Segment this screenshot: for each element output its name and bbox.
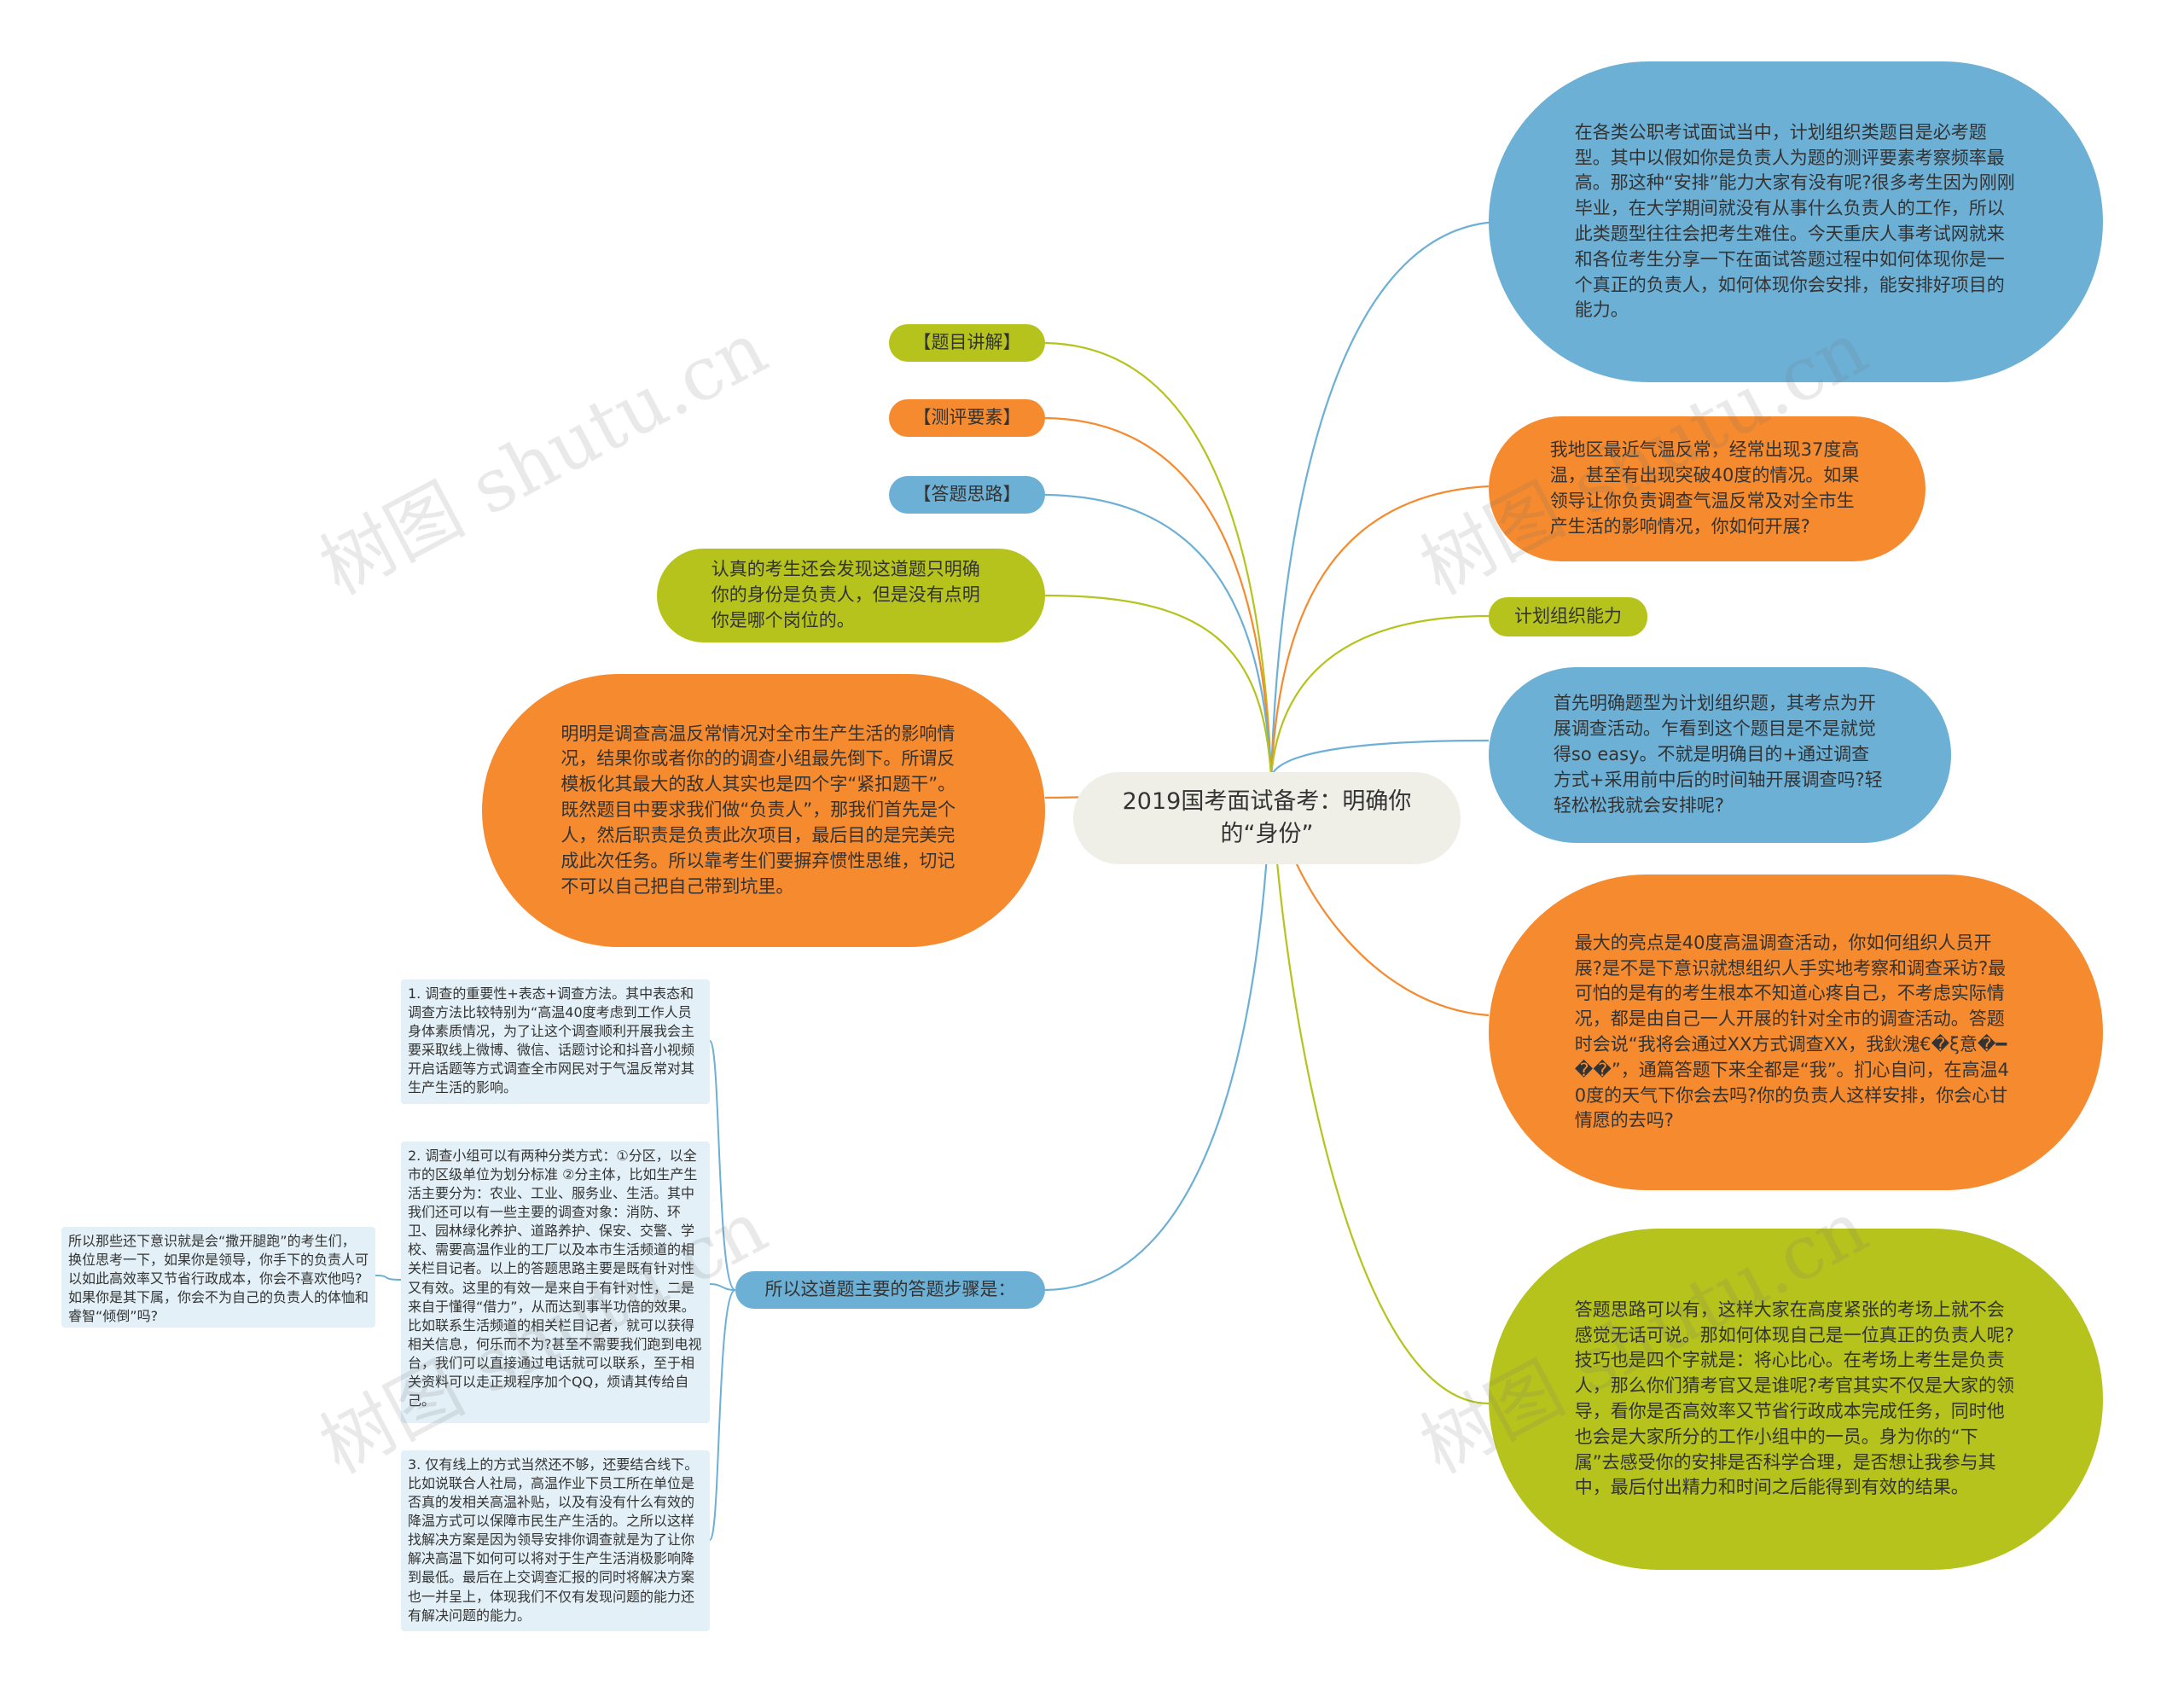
factor-node[interactable]: 计划组织能力: [1489, 597, 1647, 636]
edge-center-title-factor: [1044, 416, 1273, 777]
edge-step2-sidenote: [375, 1275, 402, 1281]
title-factor-node[interactable]: 【测评要素】: [889, 399, 1045, 437]
central-topic[interactable]: 2019国考面试备考：明确你的“身份”: [1073, 772, 1461, 864]
step2-side-note[interactable]: 所以那些还下意识就是会“撒开腿跑”的考生们，换位思考一下，如果你是领导，你手下的…: [61, 1227, 375, 1328]
title-explain-node[interactable]: 【题目讲解】: [889, 324, 1045, 362]
steps-label-node[interactable]: 所以这道题主要的答题步骤是：: [735, 1271, 1045, 1309]
edge-center-intro: [1269, 220, 1498, 777]
title-approach-node[interactable]: 【答题思路】: [889, 476, 1045, 514]
note-trap-node[interactable]: 明明是调查高温反常情况对全市生产生活的影响情况，结果你或者你的的调查小组最先倒下…: [482, 674, 1045, 947]
approach1-node[interactable]: 首先明确题型为计划组织题，其考点为开展调查活动。乍看到这个题目是不是就觉得so …: [1489, 667, 1951, 843]
edge-steps-item3: [709, 1289, 736, 1541]
step-item-2-text: 2. 调查小组可以有两种分类方式：①分区，以全市的区级单位为划分标准 ②分主体，…: [408, 1148, 702, 1409]
edge-center-approach3: [1269, 776, 1490, 1405]
edge-steps-item2: [709, 1283, 736, 1291]
edge-center-steps: [1044, 776, 1273, 1292]
title-explain-text: 【题目讲解】: [913, 332, 1021, 353]
approach1-text: 首先明确题型为计划组织题，其考点为开展调查活动。乍看到这个题目是不是就觉得so …: [1553, 693, 1883, 816]
title-approach-text: 【答题思路】: [913, 484, 1021, 505]
question-text: 我地区最近气温反常，经常出现37度高温，甚至有出现突破40度的情况。如果领导让你…: [1549, 439, 1860, 537]
factor-text: 计划组织能力: [1514, 606, 1622, 627]
note-position-node[interactable]: 认真的考生还会发现这道题只明确你的身份是负责人，但是没有点明你是哪个岗位的。: [657, 549, 1045, 642]
intro-node[interactable]: 在各类公职考试面试当中，计划组织类题目是必考题型。其中以假如你是负责人为题的测评…: [1489, 61, 2103, 382]
edge-center-factor: [1269, 614, 1490, 777]
step2-side-note-text: 所以那些还下意识就是会“撒开腿跑”的考生们，换位思考一下，如果你是领导，你手下的…: [68, 1233, 369, 1325]
note-trap-text: 明明是调查高温反常情况对全市生产生活的影响情况，结果你或者你的的调查小组最先倒下…: [561, 723, 956, 897]
central-topic-text: 2019国考面试备考：明确你的“身份”: [1122, 787, 1412, 847]
step-item-1[interactable]: 1. 调查的重要性+表态+调查方法。其中表态和调查方法比较特别为“高温40度考虑…: [401, 979, 710, 1104]
step-item-2[interactable]: 2. 调查小组可以有两种分类方式：①分区，以全市的区级单位为划分标准 ②分主体，…: [401, 1142, 710, 1423]
edge-center-approach1: [1269, 739, 1490, 777]
edge-steps-item1: [709, 1040, 736, 1291]
question-node[interactable]: 我地区最近气温反常，经常出现37度高温，甚至有出现突破40度的情况。如果领导让你…: [1489, 416, 1926, 561]
intro-text: 在各类公职考试面试当中，计划组织类题目是必考题型。其中以假如你是负责人为题的测评…: [1574, 121, 2015, 321]
step-item-3[interactable]: 3. 仅有线上的方式当然还不够，还要结合线下。比如说联合人社局，高温作业下员工所…: [401, 1450, 710, 1631]
title-factor-text: 【测评要素】: [913, 407, 1021, 428]
approach3-node[interactable]: 答题思路可以有，这样大家在高度紧张的考场上就不会感觉无话可说。那如何体现自己是一…: [1489, 1229, 2103, 1570]
approach2-text: 最大的亮点是40度高温调查活动，你如何组织人员开展?是不是下意识就想组织人手实地…: [1574, 932, 2009, 1131]
approach2-node[interactable]: 最大的亮点是40度高温调查活动，你如何组织人员开展?是不是下意识就想组织人手实地…: [1489, 875, 2103, 1190]
step-item-3-text: 3. 仅有线上的方式当然还不够，还要结合线下。比如说联合人社局，高温作业下员工所…: [408, 1456, 699, 1624]
step-item-1-text: 1. 调查的重要性+表态+调查方法。其中表态和调查方法比较特别为“高温40度考虑…: [408, 985, 695, 1096]
edge-center-title-explain: [1044, 341, 1273, 777]
note-position-text: 认真的考生还会发现这道题只明确你的身份是负责人，但是没有点明你是哪个岗位的。: [711, 559, 980, 630]
steps-label-text: 所以这道题主要的答题步骤是：: [764, 1279, 1016, 1300]
edge-center-note-position: [1044, 594, 1273, 777]
approach3-text: 答题思路可以有，这样大家在高度紧张的考场上就不会感觉无话可说。那如何体现自己是一…: [1574, 1299, 2014, 1498]
edge-center-title-approach: [1044, 493, 1273, 777]
edge-center-question: [1269, 485, 1490, 777]
